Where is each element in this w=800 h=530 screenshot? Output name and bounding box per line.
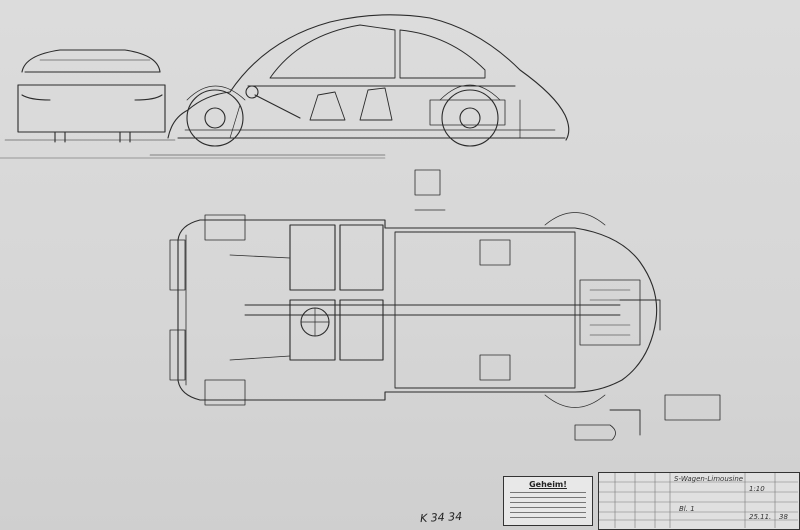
drawing-number: K 34 34 xyxy=(419,509,463,526)
title-block: S-Wagen-Limousine 1:10 Bl. 1 25.11. 38 xyxy=(598,472,800,530)
title-block-scale: 1:10 xyxy=(749,485,765,493)
stamp-heading: Geheim! xyxy=(529,480,567,489)
title-block-sheet: Bl. 1 xyxy=(679,505,695,513)
title-block-date: 25.11. xyxy=(749,513,772,521)
plan-view xyxy=(169,169,721,441)
title-block-name: S-Wagen-Limousine xyxy=(674,475,744,483)
front-view-sketch xyxy=(4,49,176,143)
title-block-year: 38 xyxy=(779,513,788,521)
secret-stamp: Geheim! xyxy=(503,476,593,526)
stamp-lines xyxy=(510,492,586,522)
side-elevation xyxy=(149,14,570,156)
title-block-grid xyxy=(598,472,798,528)
